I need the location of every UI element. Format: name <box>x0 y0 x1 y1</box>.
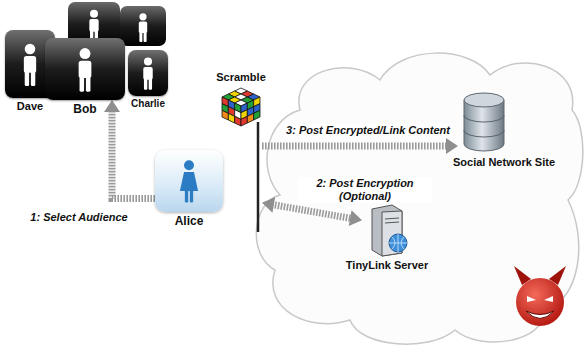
user-icon: Alice <box>155 150 223 212</box>
person-icon-graphic <box>128 50 168 96</box>
node-label: Scramble <box>216 71 266 84</box>
node-label: Social Network Site <box>453 156 555 169</box>
person-icon: Charlie <box>128 50 168 96</box>
edge-label: 1: Select Audience <box>28 211 129 224</box>
node-label: Dave <box>17 100 43 113</box>
hatched-arrow <box>104 100 155 198</box>
person-icon: Bob <box>45 38 125 100</box>
devil-icon <box>514 266 566 326</box>
node-label: Alice <box>175 214 204 228</box>
scramble-cube-graphic <box>220 86 262 232</box>
node-label: Bob <box>73 102 96 116</box>
server-icon-graphic <box>362 203 412 257</box>
user-icon-graphic <box>155 150 223 212</box>
scramble-cube: Scramble <box>220 86 262 232</box>
node-label: Charlie <box>131 98 165 110</box>
person-icon-graphic <box>45 38 125 100</box>
database-icon: Social Network Site <box>458 90 510 154</box>
node-label: TinyLink Server <box>346 259 428 272</box>
server-icon: TinyLink Server <box>362 203 412 257</box>
edge-label: 2: Post Encryption (Optional) <box>298 177 432 203</box>
edge-label: 3: Post Encrypted/Link Content <box>284 124 452 137</box>
database-icon-graphic <box>458 90 510 154</box>
hatched-arrow <box>262 138 458 154</box>
cloud <box>256 53 583 344</box>
